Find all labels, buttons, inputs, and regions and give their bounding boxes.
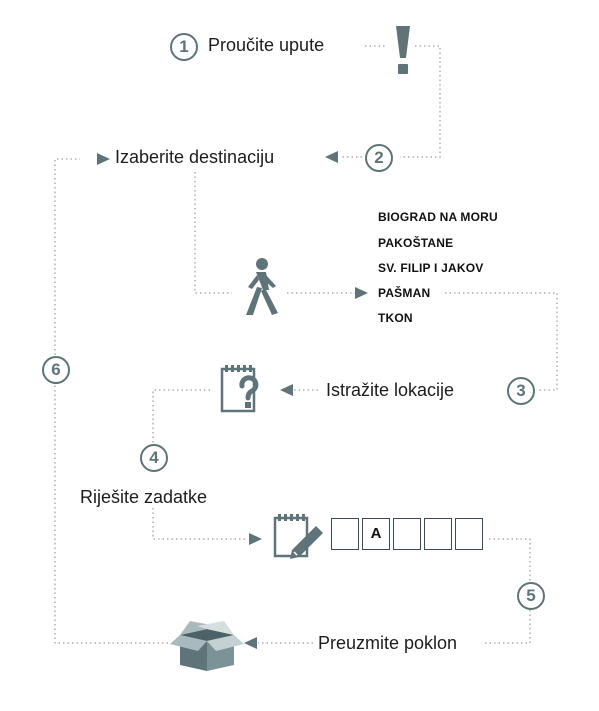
clipboard-pencil-icon bbox=[273, 514, 323, 559]
puzzle-box: A bbox=[362, 518, 390, 550]
clipboard-question-icon bbox=[220, 365, 259, 413]
step-label-2: Izaberite destinaciju bbox=[115, 147, 275, 167]
step-label-4: Riješite zadatke bbox=[80, 487, 208, 507]
arrow-head bbox=[280, 384, 293, 396]
step-number-6: 6 bbox=[42, 356, 70, 384]
arrow-head bbox=[325, 151, 338, 163]
arrow-head bbox=[244, 637, 257, 649]
step-number-1: 1 bbox=[170, 33, 198, 61]
step-label-5: Preuzmite poklon bbox=[318, 633, 458, 653]
arrow-head bbox=[97, 153, 110, 165]
destination-item: PAKOŠTANE bbox=[378, 236, 454, 250]
step-number-2: 2 bbox=[365, 144, 393, 172]
gift-box-icon bbox=[170, 621, 244, 671]
step-number-3: 3 bbox=[507, 377, 535, 405]
puzzle-box bbox=[455, 518, 483, 550]
step-label-1: Proučite upute bbox=[208, 35, 325, 55]
arrow-head bbox=[249, 533, 262, 545]
arrow-head bbox=[355, 287, 368, 299]
exclamation-icon bbox=[396, 26, 410, 74]
walking-person-icon bbox=[246, 258, 278, 315]
puzzle-box bbox=[393, 518, 421, 550]
puzzle-box bbox=[331, 518, 359, 550]
step-label-3: Istražite lokacije bbox=[326, 380, 455, 400]
puzzle-box bbox=[424, 518, 452, 550]
destination-item: BIOGRAD NA MORU bbox=[378, 210, 498, 224]
destination-item: PAŠMAN bbox=[378, 286, 431, 300]
step-number-4: 4 bbox=[140, 444, 168, 472]
step-number-5: 5 bbox=[517, 582, 545, 610]
destination-item: SV. FILIP I JAKOV bbox=[378, 261, 484, 275]
destination-item: TKON bbox=[378, 311, 413, 325]
